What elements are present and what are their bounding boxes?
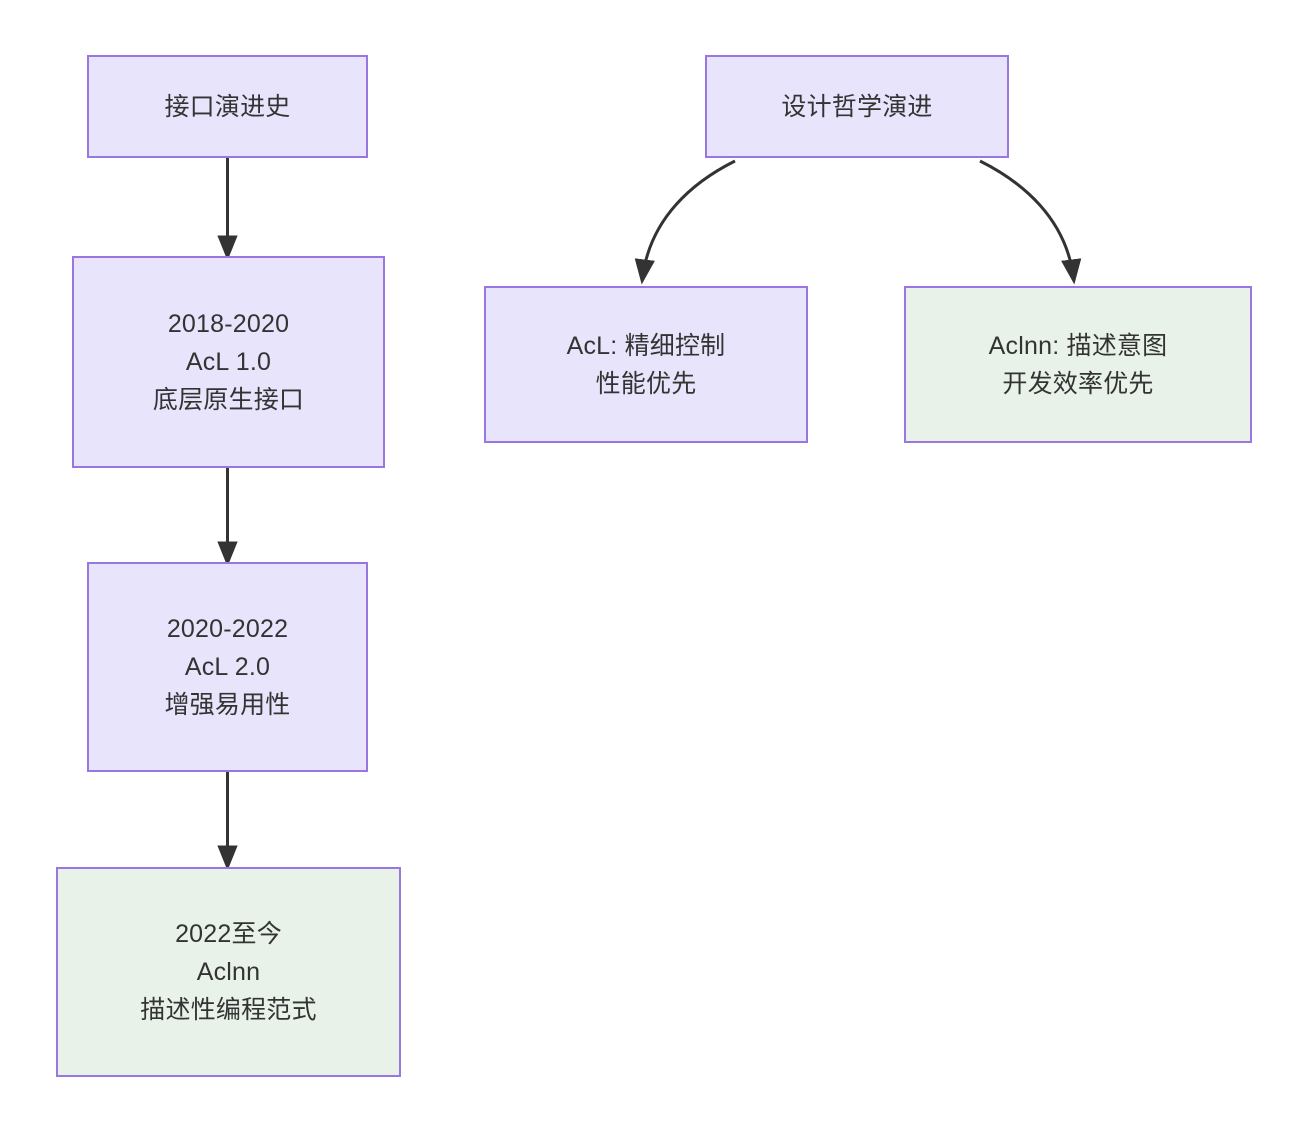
node-label-line-3: 描述性编程范式 bbox=[140, 996, 317, 1024]
node-aclnn-describe-intent[interactable]: Aclnn: 描述意图 开发效率优先 bbox=[904, 286, 1252, 443]
node-aclnn-descriptive-paradigm[interactable]: 2022至今 Aclnn 描述性编程范式 bbox=[56, 867, 401, 1077]
node-label-line-1: Aclnn: 描述意图 bbox=[988, 331, 1168, 360]
node-label-line-2: Aclnn bbox=[196, 958, 261, 986]
node-label-line-1: AcL: 精细控制 bbox=[566, 331, 726, 360]
node-acl-1-0[interactable]: 2018-2020 AcL 1.0 底层原生接口 bbox=[72, 256, 385, 468]
node-label-line-2: AcL 2.0 bbox=[184, 653, 271, 681]
node-label-line-1: 2020-2022 bbox=[166, 615, 289, 643]
node-label-line: 设计哲学演进 bbox=[781, 92, 933, 121]
node-label-line-1: 2018-2020 bbox=[167, 310, 290, 338]
node-label-line-2: 开发效率优先 bbox=[1002, 369, 1154, 398]
node-label-line-2: 性能优先 bbox=[595, 369, 697, 398]
edge-philosophy-to-aclnn bbox=[979, 159, 1082, 285]
edge-philosophy-to-acl bbox=[634, 159, 736, 285]
node-label-line-3: 增强易用性 bbox=[164, 691, 291, 719]
node-label-line-3: 底层原生接口 bbox=[152, 386, 305, 414]
node-design-philosophy-evolution[interactable]: 设计哲学演进 bbox=[705, 55, 1009, 158]
node-acl-2-0[interactable]: 2020-2022 AcL 2.0 增强易用性 bbox=[87, 562, 368, 772]
node-acl-fine-grained-control[interactable]: AcL: 精细控制 性能优先 bbox=[484, 286, 808, 443]
node-interface-evolution-history[interactable]: 接口演进史 bbox=[87, 55, 368, 158]
node-label-line-1: 2022至今 bbox=[175, 920, 282, 948]
node-label-line-2: AcL 1.0 bbox=[185, 348, 272, 376]
node-label-line: 接口演进史 bbox=[164, 92, 291, 121]
